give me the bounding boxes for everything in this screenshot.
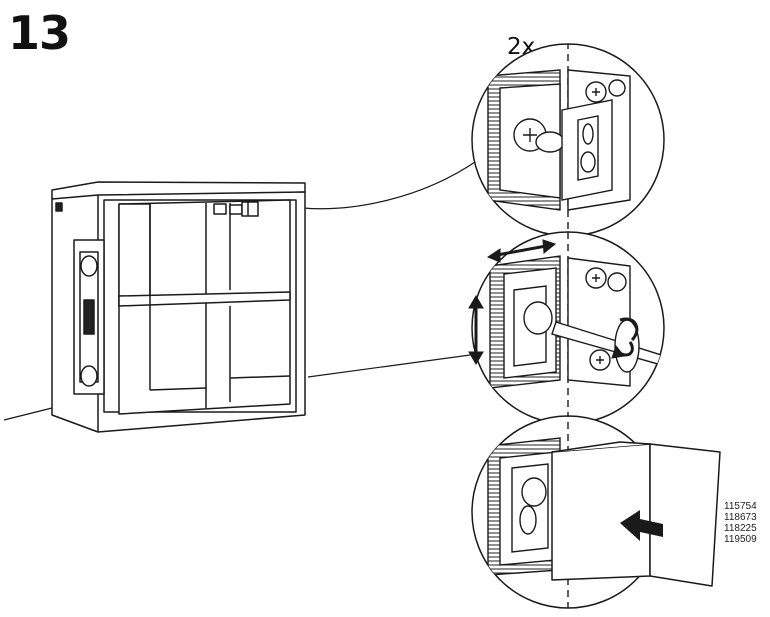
step-number: 13: [8, 6, 71, 60]
detail-circle-middle: [471, 231, 665, 425]
part-code: 118673: [724, 512, 757, 523]
part-code: 115754: [724, 501, 757, 512]
detail-circle-top: [471, 43, 665, 237]
shelf-unit-icon: [51, 181, 306, 433]
push-arrow-icon: [620, 510, 663, 541]
floor-line: [3, 159, 479, 421]
part-code: 118225: [724, 523, 757, 534]
adjust-arrow-icon: [468, 239, 557, 365]
part-code-list: 115754 118673 118225 119509: [724, 501, 757, 545]
part-code: 119509: [724, 534, 757, 545]
door-icon: [551, 441, 721, 587]
rotate-arrow-icon: [611, 317, 639, 359]
